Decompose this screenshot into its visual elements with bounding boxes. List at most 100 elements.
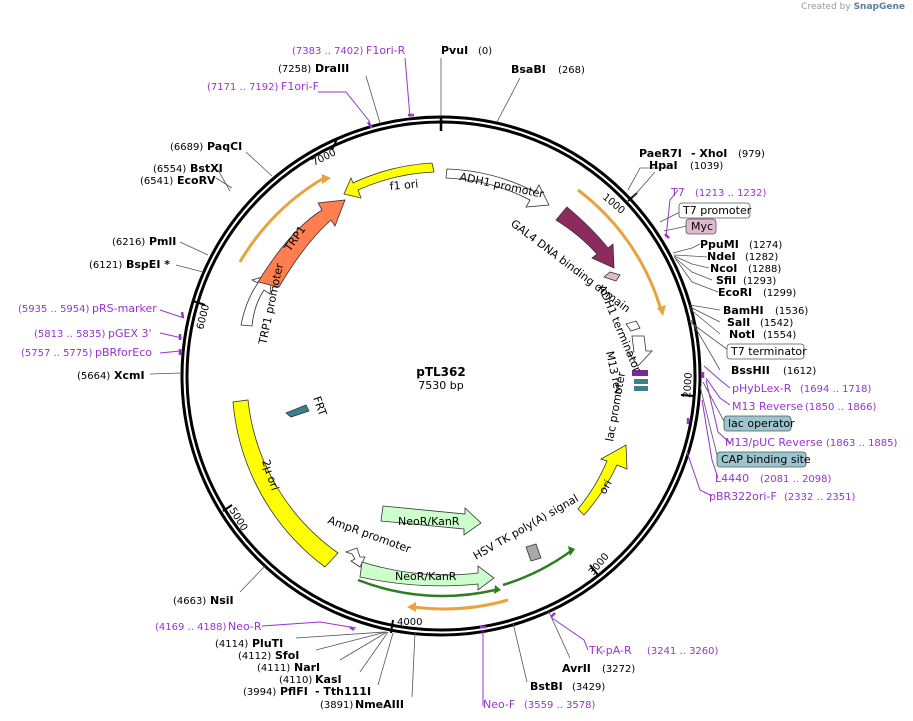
primer-t7[interactable]: T7 (1213 .. 1232) (670, 186, 767, 199)
primer-neo-r[interactable]: (4169 .. 4188) Neo-R (155, 620, 262, 633)
site-name: NdeI (707, 250, 736, 263)
site-nsii[interactable]: (4663) NsiI (173, 594, 234, 607)
primer-pbrforeco[interactable]: (5757 .. 5775) pBRforEco (21, 346, 152, 359)
orf-head-3 (407, 602, 416, 612)
primer-ticks (178, 113, 705, 631)
site-paqci[interactable]: (6689) PaqCI (170, 140, 242, 153)
site-pvui[interactable]: PvuI (0) (441, 44, 492, 57)
site-nmeaiii[interactable]: (3891) NmeAIII (320, 698, 404, 711)
site-bstxi[interactable]: (6554) BstXI (153, 162, 223, 175)
primer-phyblex-r[interactable]: pHybLex-R (1694 .. 1718) (732, 382, 872, 395)
site-pos: (3272) (602, 664, 635, 675)
primer-m13-reverse[interactable]: M13 Reverse (1850 .. 1866) (732, 400, 877, 413)
box-lac-operator[interactable]: lac operator (723, 415, 795, 432)
site-avrii[interactable]: AvrII (3272) (562, 662, 635, 675)
feature-label-ori: ori (596, 478, 614, 497)
feature-label-adh1-promoter: ADH1 promoter (458, 170, 545, 201)
site-pos: (6121) (89, 260, 122, 271)
primer-range: (3241 .. 3260) (647, 646, 719, 657)
site-bsshii[interactable]: BssHII (1612) (731, 364, 816, 377)
orf-head-2 (322, 174, 331, 184)
boxed-features: T7 promoter Myc T7 terminator lac operat… (659, 202, 811, 468)
box-myc[interactable]: Myc (685, 218, 717, 235)
primer-m13-puc-reverse[interactable]: M13/pUC Reverse (1863 .. 1885) (725, 436, 898, 449)
site-ncoi[interactable]: NcoI (1288) (710, 262, 781, 275)
site-name: SfoI (275, 649, 299, 662)
neo-track-1 (357, 578, 496, 598)
primer-range: (1863 .. 1885) (826, 438, 898, 449)
primer-l4440[interactable]: L4440 (2081 .. 2098) (715, 472, 832, 485)
site-ecori[interactable]: EcoRI (1299) (718, 286, 796, 299)
site-bspei[interactable]: (6121) BspEI * (89, 258, 170, 271)
site-kasi[interactable]: (4110) KasI (279, 673, 342, 686)
primer-name: pBRforEco (95, 346, 152, 359)
feature-label-trp1-promoter: TRP1 promoter (256, 262, 286, 347)
site-sfoi[interactable]: (4112) SfoI (238, 649, 299, 662)
primer-f1ori-r[interactable]: (7383 .. 7402) F1ori-R (292, 44, 406, 57)
site-pos: (4110) (279, 675, 312, 686)
phyblex-marker (632, 370, 648, 376)
primer-neo-f[interactable]: Neo-F (3559 .. 3578) (483, 698, 596, 711)
box-cap-binding-site[interactable]: CAP binding site (716, 451, 811, 468)
primer-name: M13/pUC Reverse (725, 436, 823, 449)
box-t7-terminator[interactable]: T7 terminator (726, 343, 807, 360)
orf-track-2 (238, 176, 325, 263)
site-pflfi-tth111i[interactable]: (3994) PflFI - Tth111I (243, 685, 371, 698)
site-name: NcoI (710, 262, 737, 275)
cap-site-marker (634, 386, 648, 391)
box-frame (716, 451, 807, 468)
site-sali[interactable]: SalI (1542) (727, 316, 793, 329)
frt-mark (285, 404, 310, 418)
site-pos: (3891) (320, 700, 353, 711)
site-pos: (268) (558, 65, 585, 76)
m13-rev-mark (625, 320, 641, 332)
tick-label-4000: 4000 (397, 617, 422, 628)
box-t7-promoter[interactable]: T7 promoter (678, 202, 752, 219)
primer-tk-pa-r[interactable]: TK-pA-R (3241 .. 3260) (588, 644, 719, 657)
site-bamhi[interactable]: BamHI (1536) (723, 304, 808, 317)
site-ndei[interactable]: NdeI (1282) (707, 250, 778, 263)
site-pluti[interactable]: (4114) PluTI (215, 637, 283, 650)
site-paer7i-xhoi[interactable]: PaeR7I - XhoI (979) (639, 147, 765, 160)
primer-name: T7 (670, 186, 685, 199)
site-ecorv[interactable]: (6541) EcoRV (140, 174, 216, 187)
primer-prs-marker[interactable]: (5935 .. 5954) pRS-marker (18, 302, 157, 315)
site-ppumi[interactable]: PpuMI (1274) (700, 238, 782, 251)
site-noti[interactable]: NotI (1554) (729, 328, 796, 341)
site-name: BspEI * (126, 258, 170, 271)
site-name: BstXI (190, 162, 223, 175)
site-name: BstBI (530, 680, 563, 693)
neo-arrow-1 (380, 505, 482, 536)
site-pos: (1282) (745, 252, 778, 263)
feature-label-neo-1: NeoR/KanR (398, 515, 460, 528)
site-pos: (979) (738, 149, 765, 160)
site-pos: (4663) (173, 596, 206, 607)
site-pos: (7258) (278, 64, 311, 75)
site-pos: (0) (478, 46, 492, 57)
site-bsabi[interactable]: BsaBI (268) (511, 63, 585, 76)
site-name: PvuI (441, 44, 468, 57)
snapgene-logo: SnapGene (853, 2, 905, 12)
primer-range: (7171 .. 7192) (207, 82, 279, 93)
primer-pbr322ori-f[interactable]: pBR322ori-F (2332 .. 2351) (709, 490, 856, 503)
site-xcmi[interactable]: (5664) XcmI (77, 369, 145, 382)
site-bstbi[interactable]: BstBI (3429) (530, 680, 605, 693)
site-nari[interactable]: (4111) NarI (257, 661, 320, 674)
site-pos: (4114) (215, 639, 248, 650)
primer-range: (5813 .. 5835) (34, 329, 106, 340)
primer-leader-lines (159, 57, 731, 706)
primer-f1ori-f[interactable]: (7171 .. 7192) F1ori-F (207, 80, 319, 93)
site-name: SfiI (716, 274, 736, 287)
site-sfii[interactable]: SfiI (1293) (716, 274, 776, 287)
orf-track-arrowheads (322, 174, 666, 612)
site-hpai[interactable]: HpaI (1039) (649, 159, 723, 172)
primer-pgex-3[interactable]: (5813 .. 5835) pGEX 3' (34, 327, 152, 340)
site-pmli[interactable]: (6216) PmlI (112, 235, 176, 248)
orf-head-1 (657, 305, 666, 316)
lac-operator-marker (634, 379, 648, 384)
site-name: NotI (729, 328, 755, 341)
site-draiii[interactable]: (7258) DraIII (278, 62, 349, 75)
site-pos: (3429) (572, 682, 605, 693)
primer-name: pRS-marker (92, 302, 157, 315)
tick-2000 (680, 394, 695, 397)
